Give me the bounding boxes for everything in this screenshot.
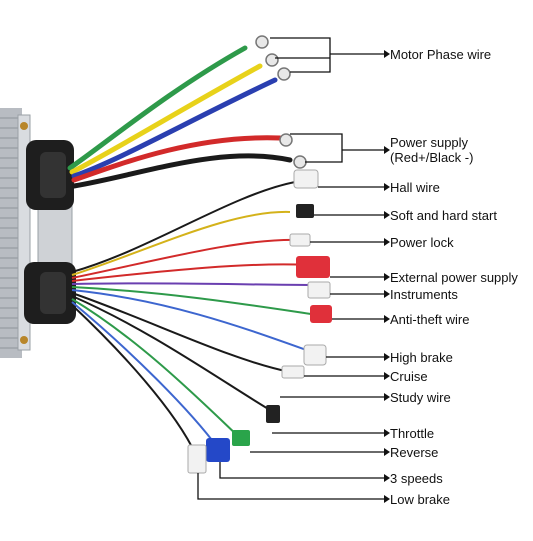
label-hall-wire: Hall wire <box>390 180 440 195</box>
label-external-power-supply: External power supply <box>390 270 518 285</box>
label-high-brake: High brake <box>390 350 453 365</box>
leader-lines <box>197 37 384 500</box>
motor-phase-wires <box>67 45 278 179</box>
connectors <box>187 169 332 474</box>
power-supply-wires <box>71 135 293 189</box>
label-low-brake: Low brake <box>390 492 450 507</box>
label-power-supply: Power supply <box>390 135 469 150</box>
controller-housing <box>0 108 76 358</box>
label-soft-hard-start: Soft and hard start <box>390 208 497 223</box>
label-cruise: Cruise <box>390 369 428 384</box>
label-instruments: Instruments <box>390 287 458 302</box>
label-power-lock: Power lock <box>390 235 454 250</box>
label-study-wire: Study wire <box>390 390 451 405</box>
label-anti-theft-wire: Anti-theft wire <box>390 312 470 327</box>
arrowheads <box>384 50 390 503</box>
signal-wire-bundle <box>71 181 319 456</box>
label-power-supply-polarity: (Red+/Black -) <box>390 150 474 165</box>
label-motor-phase-wire: Motor Phase wire <box>390 47 492 62</box>
label-reverse: Reverse <box>390 445 439 460</box>
label-3-speeds: 3 speeds <box>390 471 443 486</box>
ring-terminals <box>255 35 307 169</box>
label-throttle: Throttle <box>390 426 435 441</box>
